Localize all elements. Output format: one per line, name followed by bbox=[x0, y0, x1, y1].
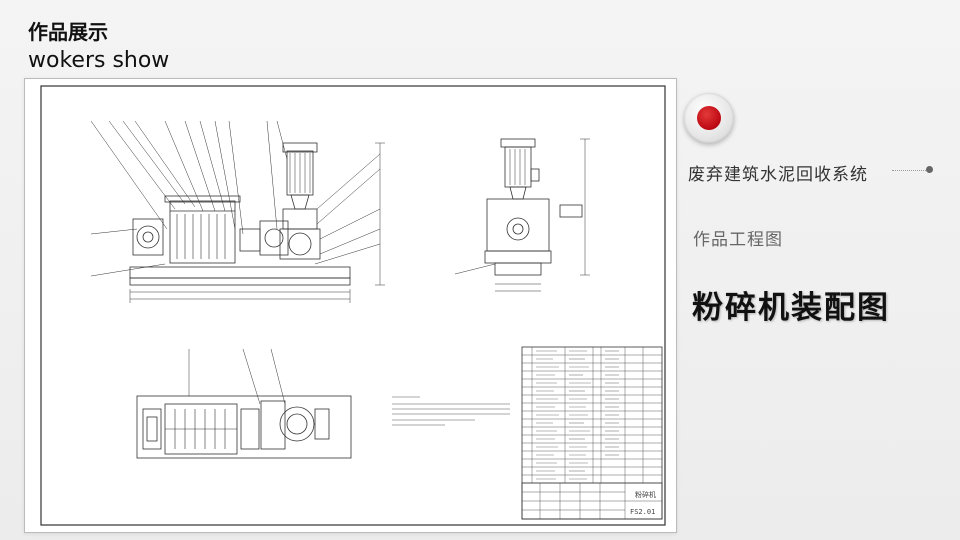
page-subheading: wokers show bbox=[28, 48, 170, 73]
dotted-divider bbox=[892, 170, 928, 171]
title-block-name: 粉碎机 bbox=[635, 490, 656, 499]
bullet-dot-icon bbox=[926, 166, 933, 173]
category-label: 作品工程图 bbox=[693, 230, 783, 250]
logo-badge bbox=[684, 93, 734, 143]
project-title: 废弃建筑水泥回收系统 bbox=[688, 165, 868, 185]
red-dot-icon bbox=[697, 106, 721, 130]
drawing-title: 粉碎机装配图 bbox=[692, 290, 890, 326]
page-heading: 作品展示 bbox=[28, 20, 108, 44]
engineering-drawing-sheet: 粉碎机 FS2.01 bbox=[24, 78, 677, 533]
title-block-code: FS2.01 bbox=[630, 508, 655, 516]
assembly-drawing: 粉碎机 FS2.01 bbox=[40, 85, 666, 526]
